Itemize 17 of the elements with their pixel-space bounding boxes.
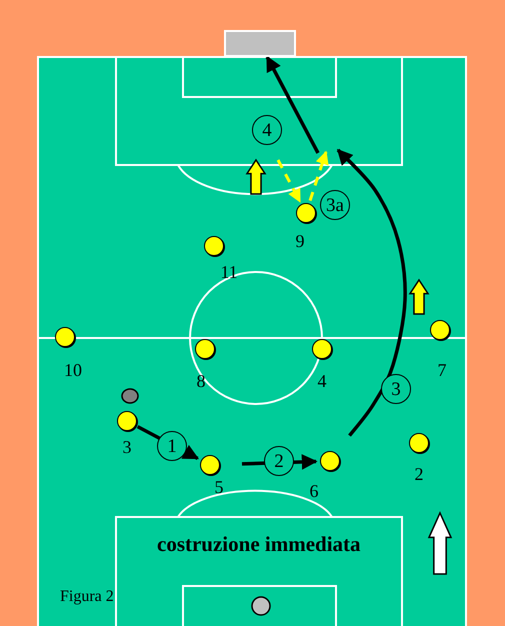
player-number: 8: [196, 372, 206, 390]
player-number: 3: [122, 438, 132, 456]
player-number: 10: [64, 361, 82, 379]
player-number: 2: [414, 465, 424, 483]
player-number: 6: [310, 482, 318, 500]
figure-label: Figura 2: [60, 589, 114, 605]
goal: [224, 30, 296, 57]
arrow: [336, 148, 407, 437]
arrow: [308, 150, 329, 202]
arrow: [266, 56, 320, 154]
player-number: 11: [220, 263, 238, 281]
arrow: [276, 159, 302, 203]
player-number: 7: [438, 361, 446, 379]
note-text: costruzione immediata: [157, 534, 361, 555]
player-number: 9: [296, 232, 304, 250]
player-number: 5: [214, 478, 224, 496]
player-number: 4: [318, 372, 326, 390]
